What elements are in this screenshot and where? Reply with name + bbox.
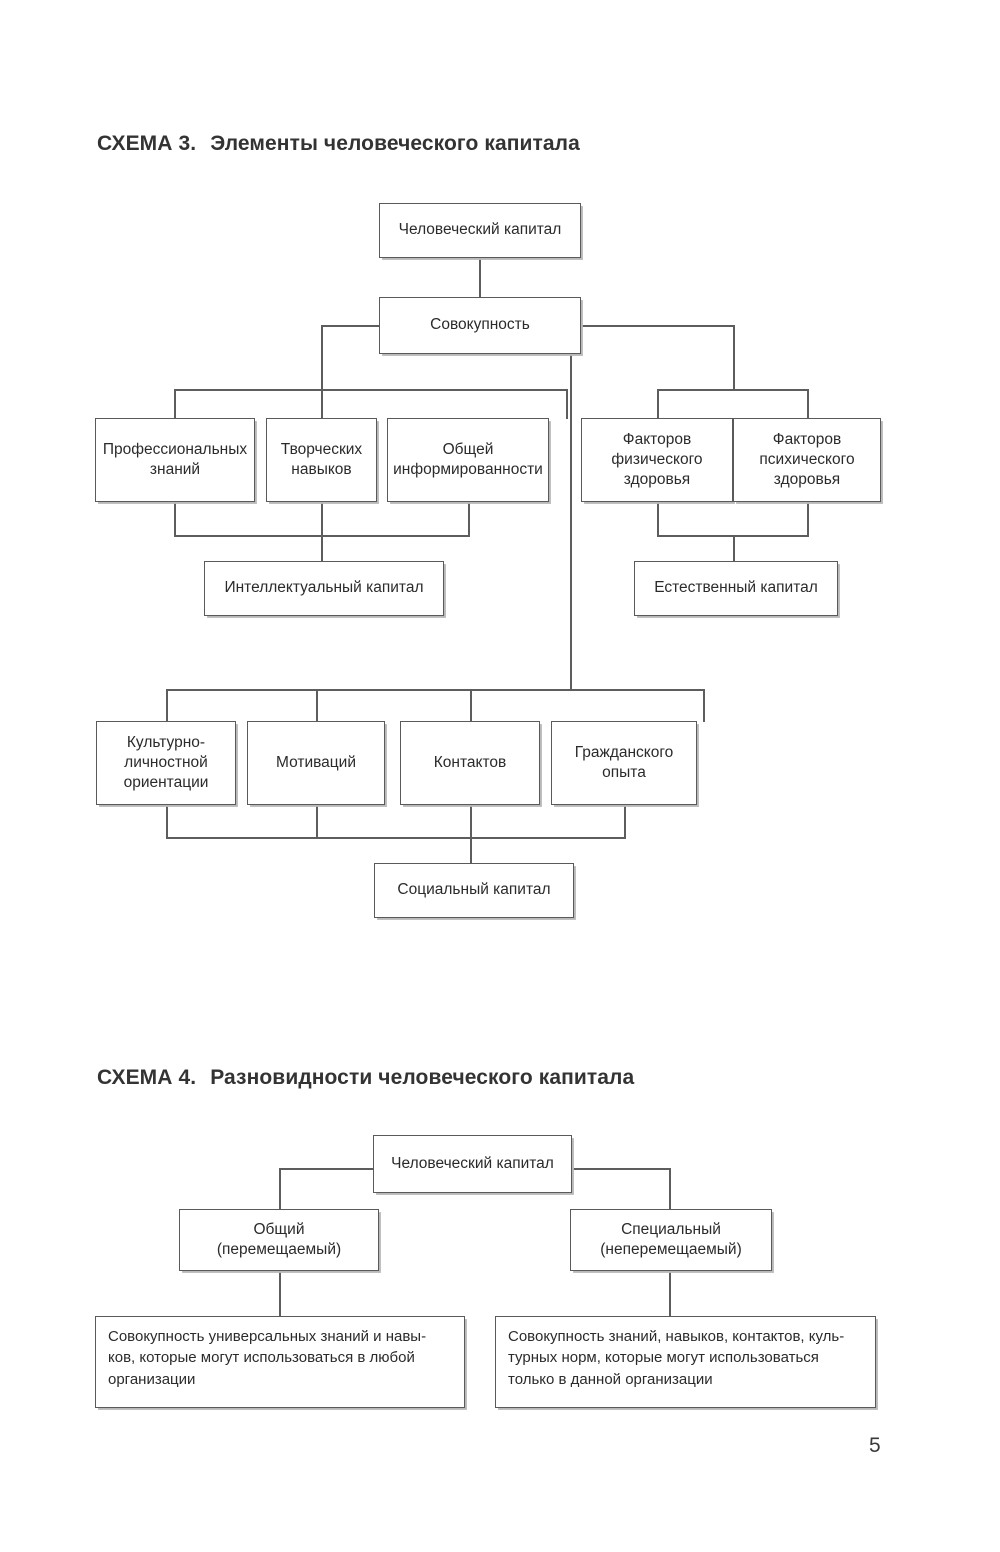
node-label: Совокупность (430, 316, 530, 334)
desc-line: Совокупность универсальных знаний и навы… (108, 1328, 427, 1345)
desc-line: Совокупность знаний, навыков, контактов,… (508, 1328, 845, 1345)
connector-left-drop-2 (321, 389, 323, 419)
scheme4-heading-title: Разновидности человеческого капитала (210, 1066, 635, 1089)
connector-prof-down (174, 502, 176, 536)
node-label: Естественный капитал (654, 579, 818, 597)
connector-aggregate-left-h (321, 325, 381, 327)
scheme4-heading-number: СХЕМА 4. (97, 1066, 197, 1089)
connector-right-drop-1 (657, 389, 659, 419)
connector-general-down (279, 1271, 281, 1317)
connector-awareness-down (468, 502, 470, 536)
connector-special-down (669, 1271, 671, 1317)
desc-line: организации (108, 1370, 196, 1388)
node-intellectual-capital: Интеллектуальный капитал (204, 561, 444, 616)
connector-civic-down (624, 805, 626, 838)
connector-natural-drop (733, 535, 735, 562)
connector-cultural-down (166, 805, 168, 838)
scheme4-heading: СХЕМА 4. Разновидности человеческого капи… (97, 1066, 634, 1090)
connector-right-drop-2 (807, 389, 809, 419)
scheme3-heading: СХЕМА 3. Элементы человеческого капитала (97, 132, 580, 156)
connector-social-drop-3 (470, 689, 472, 722)
connector-physical-down (657, 502, 659, 536)
connector-left-drop-1 (174, 389, 176, 419)
connector-social-capital-bar (166, 837, 626, 839)
connector-contacts-down (470, 805, 472, 838)
connector-social-drop-1 (166, 689, 168, 722)
node-label: Человеческий капитал (398, 221, 562, 239)
connector-social-drop-4 (703, 689, 705, 722)
node-special-capital: Специальный(неперемещаемый) (570, 1209, 772, 1271)
node-s4-root-human-capital: Человеческий капитал (373, 1135, 572, 1193)
desc-line: только в данной организации (508, 1370, 713, 1388)
connector-s4-left-h (279, 1168, 375, 1170)
node-label: Контактов (433, 753, 507, 771)
desc-line: турных норм, которые могут использоватьс… (508, 1349, 819, 1367)
connector-left-group-bar (174, 389, 568, 391)
node-label: Интеллектуальный капитал (224, 579, 424, 597)
node-label: Человеческий капитал (391, 1154, 554, 1172)
connector-left-drop-3 (566, 389, 568, 419)
connector-s4-right-v (669, 1168, 671, 1210)
connector-social-group-bar (166, 689, 704, 691)
desc-line: ков, которые могут использоваться в любо… (108, 1349, 415, 1367)
node-general-capital: Общий(перемещаемый) (179, 1209, 379, 1271)
connector-motivations-down (316, 805, 318, 838)
node-contacts: Контактов (400, 721, 540, 805)
connector-root-to-aggregate (479, 258, 481, 298)
connector-aggregate-to-social (570, 352, 572, 690)
connector-aggregate-left-v (321, 325, 323, 391)
node-social-capital: Социальный капитал (374, 863, 574, 918)
node-label: Мотиваций (276, 753, 356, 771)
node-natural-capital: Естественный капитал (634, 561, 838, 616)
connector-intellectual-drop (321, 535, 323, 562)
connector-s4-right-h (570, 1168, 670, 1170)
connector-aggregate-right-v (733, 325, 735, 391)
page-number: 5 (869, 1434, 881, 1457)
connector-social-capital-drop (470, 837, 472, 864)
connector-aggregate-right-h (579, 325, 735, 327)
node-root-human-capital: Человеческий капитал (379, 203, 581, 258)
connector-right-group-bar (657, 389, 809, 391)
connector-creative-down (321, 502, 323, 536)
node-general-description: Совокупность универсальных знаний и навы… (95, 1316, 465, 1408)
node-special-description: Совокупность знаний, навыков, контактов,… (495, 1316, 876, 1408)
scheme3-heading-title: Элементы человеческого капитала (210, 132, 580, 155)
connector-social-drop-2 (316, 689, 318, 722)
node-label: Общий(перемещаемый) (216, 1220, 342, 1258)
node-label: Специальный(неперемещаемый) (600, 1220, 742, 1258)
connector-mental-down (807, 502, 809, 536)
node-label: Социальный капитал (397, 881, 551, 899)
node-aggregate: Совокупность (379, 297, 581, 354)
connector-s4-left-v (279, 1168, 281, 1210)
scheme3-heading-number: СХЕМА 3. (97, 132, 197, 155)
node-motivations: Мотиваций (247, 721, 385, 805)
